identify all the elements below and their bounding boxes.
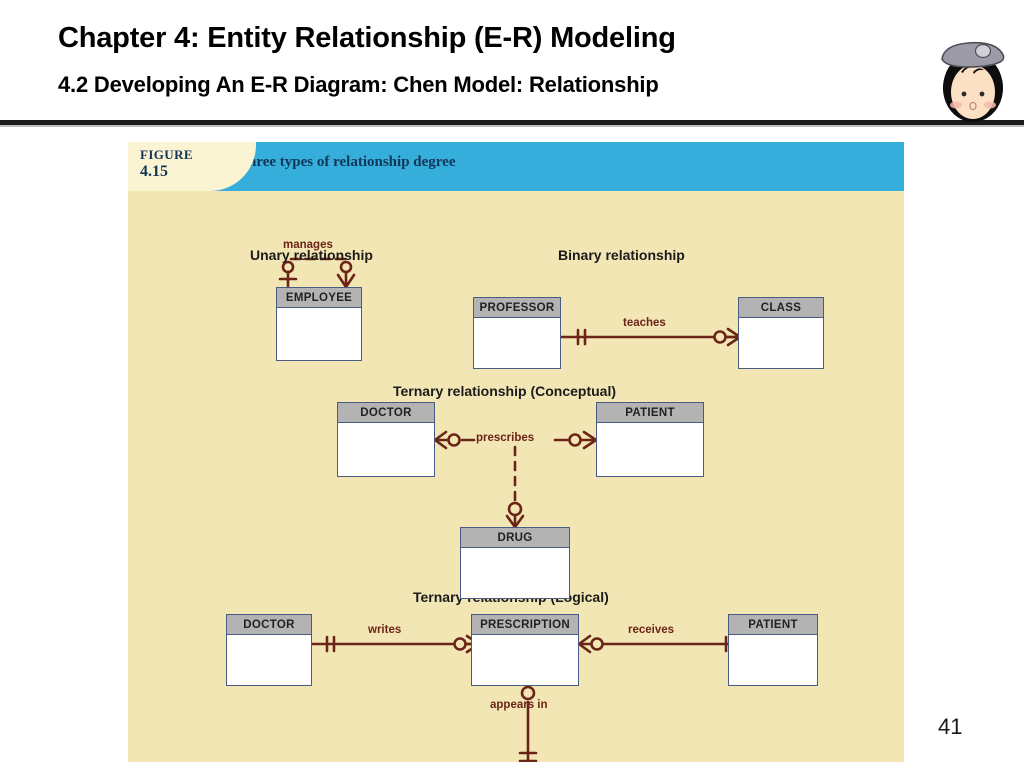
figure-tag: FIGURE 4.15 (128, 142, 256, 191)
figure-tag-number: 4.15 (140, 163, 168, 180)
relationship-label-writes: writes (368, 624, 402, 636)
cartoon-avatar-icon (930, 26, 1016, 122)
entity-doctor-logical-title: DOCTOR (227, 615, 311, 635)
relationship-label-appears-in: appears in (490, 699, 548, 711)
entity-drug-conceptual-title: DRUG (461, 528, 569, 548)
entity-doctor-conceptual[interactable]: DOCTOR (337, 402, 435, 477)
entity-patient-conceptual[interactable]: PATIENT (596, 402, 704, 477)
page-number: 41 (938, 714, 963, 739)
relationship-label-prescribes: prescribes (476, 432, 535, 444)
entity-prescription[interactable]: PRESCRIPTION (471, 614, 579, 686)
entity-doctor-logical[interactable]: DOCTOR (226, 614, 312, 686)
entity-class[interactable]: CLASS (738, 297, 824, 369)
entity-professor[interactable]: PROFESSOR (473, 297, 561, 369)
relationship-label-receives: receives (628, 624, 675, 636)
entity-patient-logical-title: PATIENT (729, 615, 817, 635)
entity-prescription-title: PRESCRIPTION (472, 615, 578, 635)
figure-body: Unary relationship Binary relationship T… (128, 191, 904, 762)
entity-doctor-conceptual-title: DOCTOR (338, 403, 434, 423)
entity-patient-conceptual-title: PATIENT (597, 403, 703, 423)
caption-ternary-conceptual: Ternary relationship (Conceptual) (393, 383, 616, 399)
caption-binary: Binary relationship (558, 247, 685, 263)
entity-patient-logical[interactable]: PATIENT (728, 614, 818, 686)
entity-class-title: CLASS (739, 298, 823, 318)
figure-banner-title: Three types of relationship degree (238, 154, 456, 170)
entity-employee-title: EMPLOYEE (277, 288, 361, 308)
figure-4-15: Three types of relationship degree FIGUR… (128, 142, 904, 762)
figure-banner: Three types of relationship degree FIGUR… (128, 142, 904, 191)
relationship-label-teaches: teaches (623, 317, 666, 329)
entity-employee[interactable]: EMPLOYEE (276, 287, 362, 361)
entity-professor-title: PROFESSOR (474, 298, 560, 318)
page-title: Chapter 4: Entity Relationship (E-R) Mod… (58, 22, 676, 54)
figure-tag-label: FIGURE (140, 147, 193, 162)
page-subtitle: 4.2 Developing An E-R Diagram: Chen Mode… (58, 72, 659, 97)
caption-unary: Unary relationship (250, 247, 373, 263)
slide-header: Chapter 4: Entity Relationship (E-R) Mod… (0, 0, 1024, 127)
relationship-label-manages: manages (283, 239, 333, 251)
header-divider (0, 120, 1024, 127)
entity-drug-conceptual[interactable]: DRUG (460, 527, 570, 599)
